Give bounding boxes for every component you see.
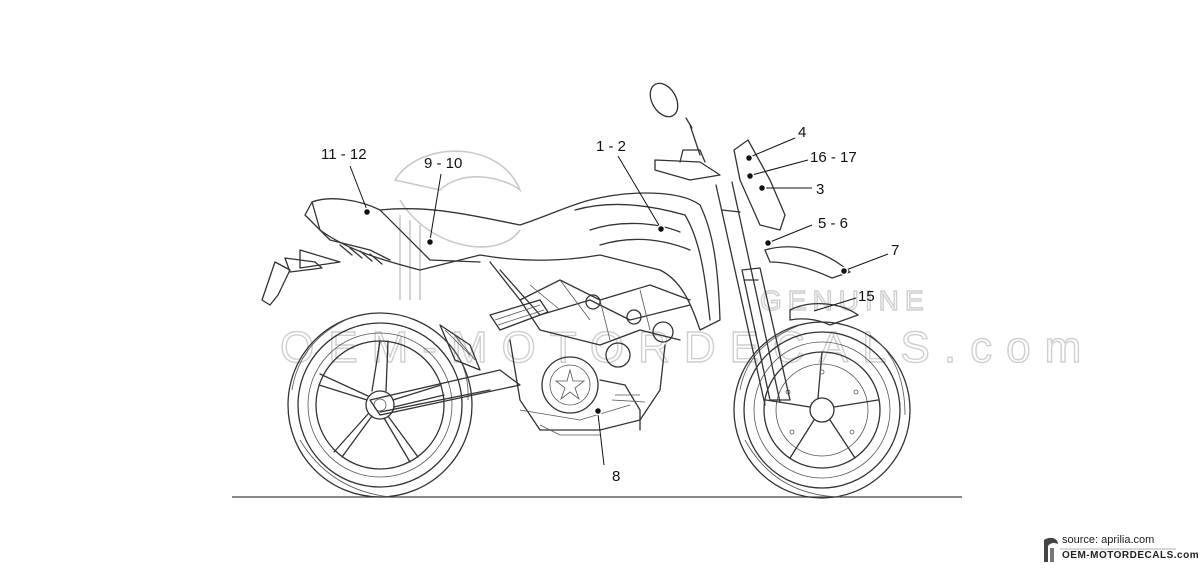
watermark-genuine-text: GENUINE — [760, 285, 930, 316]
brand-logo-icon — [1044, 537, 1176, 562]
callouts: 11 - 12 9 - 10 1 - 2 4 16 - 17 3 5 - 6 7… — [321, 124, 899, 485]
callout-5-6-label: 5 - 6 — [818, 215, 848, 232]
leader-5-6 — [769, 224, 813, 243]
callout-3-label: 3 — [816, 181, 824, 198]
leader-7 — [845, 253, 889, 271]
marker-5-6 — [763, 238, 773, 248]
callout-4-label: 4 — [798, 124, 806, 141]
front-fork — [649, 82, 791, 406]
marker-11-12 — [362, 207, 372, 217]
leader-16-17 — [751, 159, 809, 176]
source-credit: source: aprilia.com — [1062, 534, 1155, 546]
leader-8 — [597, 413, 605, 466]
watermark: OEM-MOTORDECALS.com GENUINE — [279, 150, 1095, 373]
callout-15-label: 15 — [858, 288, 875, 305]
leader-15 — [813, 297, 857, 312]
marker-4 — [744, 153, 754, 163]
marker-9-10 — [425, 237, 435, 247]
marker-8 — [593, 406, 603, 416]
brand-text: OEM-MOTORDECALS.com — [1062, 550, 1200, 561]
marker-16-17 — [745, 171, 755, 181]
leader-11-12 — [349, 165, 368, 211]
leader-9-10 — [429, 173, 442, 241]
watermark-text: OEM-MOTORDECALS.com — [280, 323, 1095, 372]
callout-16-17-label: 16 - 17 — [810, 149, 857, 166]
front-fender — [764, 246, 859, 326]
rear-wheel — [287, 312, 473, 498]
callout-9-10-label: 9 - 10 — [424, 155, 462, 172]
leader-1-2 — [617, 155, 661, 228]
callout-7-label: 7 — [891, 242, 899, 259]
motorcycle-body — [261, 192, 721, 331]
leader-4 — [749, 137, 796, 158]
marker-3 — [757, 183, 767, 193]
callout-8-label: 8 — [612, 468, 620, 485]
callout-11-12-label: 11 - 12 — [321, 146, 367, 163]
marker-7 — [839, 266, 849, 276]
marker-1-2 — [656, 224, 666, 234]
callout-1-2-label: 1 - 2 — [596, 138, 626, 155]
